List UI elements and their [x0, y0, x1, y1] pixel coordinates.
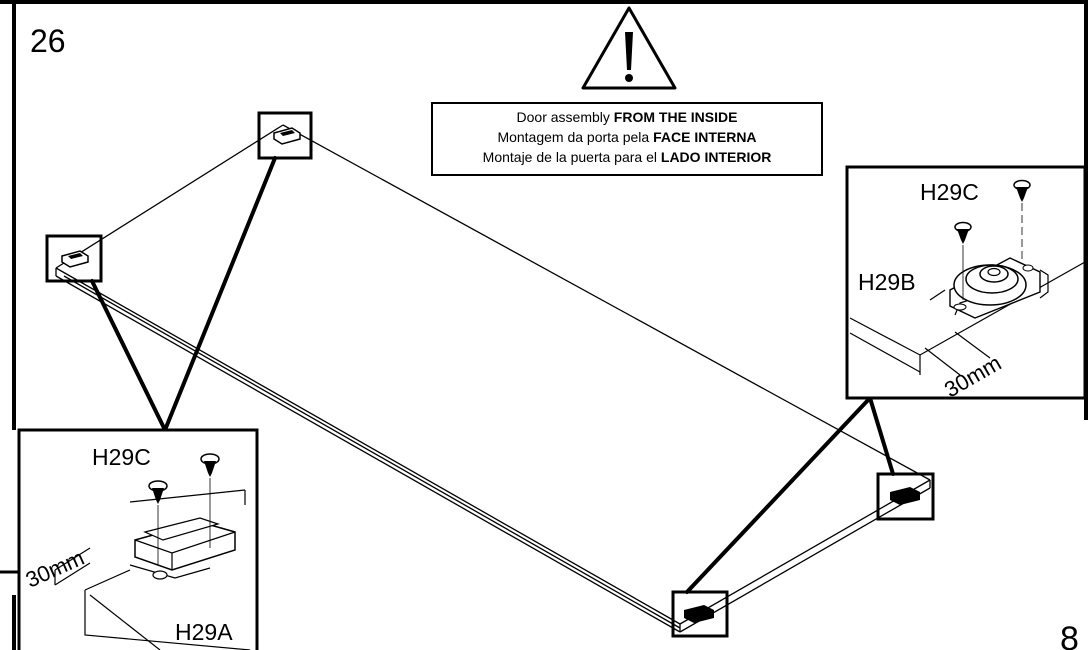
- callout-box-top: [257, 111, 313, 160]
- detail-box-left: H29C H29A 30mm: [17, 428, 259, 650]
- warning-line-1: Door assembly FROM THE INSIDE: [517, 109, 738, 125]
- screw-label-left: H29C: [92, 444, 151, 470]
- callout-box-right: [876, 472, 935, 521]
- screw-icon: [954, 221, 972, 244]
- warning-line-3: Montaje de la puerta para el LADO INTERI…: [483, 149, 772, 165]
- screw-label-right: H29C: [920, 179, 979, 205]
- door-panel: [55, 124, 931, 633]
- leader-lines: [90, 156, 895, 594]
- callout-box-bottom: [671, 590, 729, 638]
- detail-box-right: H29C H29B 30mm: [845, 165, 1087, 402]
- page-number: 8: [1060, 620, 1079, 650]
- warning-box: Door assembly FROM THE INSIDE Montagem d…: [431, 102, 823, 176]
- warning-triangle-icon: [581, 6, 677, 90]
- screw-icon: [200, 453, 220, 477]
- screw-icon: [148, 480, 168, 504]
- callout-box-left: [45, 234, 103, 283]
- part-label-h29a: H29A: [175, 619, 233, 645]
- warning-line-2: Montagem da porta pela FACE INTERNA: [497, 129, 756, 145]
- part-label-h29b: H29B: [858, 269, 916, 295]
- screw-icon: [1013, 179, 1031, 202]
- step-number: 26: [30, 23, 66, 59]
